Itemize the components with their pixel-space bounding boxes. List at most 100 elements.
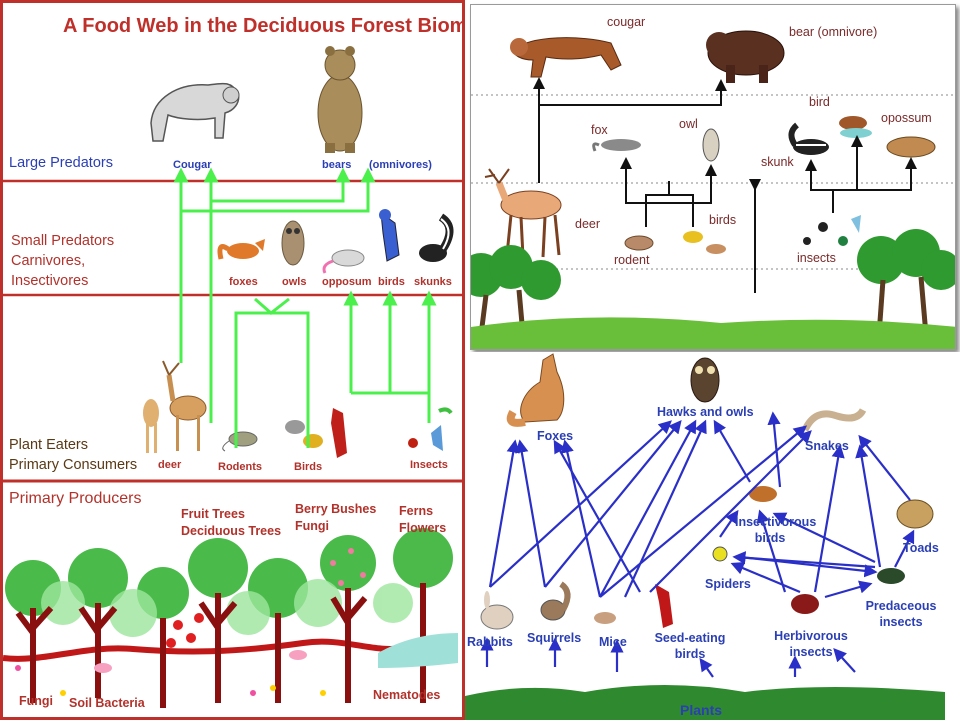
tr-fox-image bbox=[592, 139, 641, 152]
birds-image bbox=[285, 408, 347, 458]
tr-label-insects: insects bbox=[797, 251, 836, 265]
br-insectivorous-bird-image bbox=[749, 486, 777, 502]
br-label-predaceous-insects: Predaceous insects bbox=[865, 599, 937, 629]
br-label-plants: Plants bbox=[680, 702, 723, 718]
label-berry-line-1: Berry Bushes bbox=[295, 502, 377, 516]
label-omnivores: (omnivores) bbox=[369, 159, 432, 171]
tr-label-rodent: rodent bbox=[614, 253, 650, 267]
bottom-right-drawing bbox=[465, 353, 945, 720]
tr-label-birds: birds bbox=[709, 213, 737, 227]
tr-label-fox: fox bbox=[591, 123, 608, 137]
label-insects: Insects bbox=[410, 459, 448, 471]
label-nematodes: Nematodes bbox=[373, 688, 441, 702]
green-food-arrows bbox=[173, 167, 437, 448]
br-spider-image bbox=[712, 546, 728, 562]
tr-bird-image bbox=[839, 116, 872, 138]
level-large-predators: Large Predators bbox=[9, 155, 113, 171]
tr-label-bird: bird bbox=[809, 95, 830, 109]
label-rodents: Rodents bbox=[218, 461, 262, 473]
bear-image bbox=[317, 46, 363, 153]
bluejay-image bbox=[379, 209, 400, 262]
tr-birds-image bbox=[683, 231, 726, 254]
level-small-line-1: Small Predators bbox=[11, 233, 115, 249]
label-small-birds: birds bbox=[378, 276, 405, 288]
rodent-image bbox=[222, 431, 258, 452]
br-mouse-image bbox=[594, 612, 616, 624]
opossum-image bbox=[322, 249, 365, 274]
level-plant-line-2: Primary Consumers bbox=[9, 457, 138, 473]
label-foxes: foxes bbox=[229, 276, 258, 288]
label-cougar: Cougar bbox=[173, 159, 212, 171]
tr-rodent-image bbox=[624, 235, 654, 251]
level-plant-line-1: Plant Eaters bbox=[9, 437, 88, 453]
br-grass bbox=[465, 685, 945, 720]
bottom-right-food-web-panel: Hawks and owls Foxes Snakes Insectivorou… bbox=[465, 352, 960, 720]
br-label-snakes: Snakes bbox=[805, 439, 849, 453]
label-opposum: opposum bbox=[322, 276, 372, 288]
label-fruit-trees: Fruit Trees Deciduous Trees bbox=[181, 506, 281, 540]
label-ferns-flowers: Ferns Flowers bbox=[399, 503, 446, 537]
label-plant-birds: Birds bbox=[294, 461, 323, 473]
fox-image bbox=[217, 239, 265, 260]
tr-label-skunk: skunk bbox=[761, 155, 794, 169]
br-toad-image bbox=[896, 499, 934, 529]
label-deer: deer bbox=[158, 459, 182, 471]
top-right-drawing bbox=[471, 30, 955, 349]
insects-image bbox=[408, 407, 453, 451]
br-label-herbivorous-insects: Herbivorous insects bbox=[774, 629, 848, 659]
br-squirrel-image bbox=[540, 581, 571, 621]
level-small-predators: Small Predators Carnivores, Insectivores bbox=[11, 231, 114, 291]
br-label-squirrels: Squirrels bbox=[527, 631, 582, 645]
tr-skunk-image bbox=[788, 122, 829, 155]
label-berry-bushes: Berry Bushes Fungi bbox=[295, 501, 376, 535]
tr-deer-image bbox=[484, 168, 562, 258]
br-label-spiders: Spiders bbox=[705, 577, 751, 591]
tr-opossum-image bbox=[886, 136, 936, 158]
tr-label-opossum: opossum bbox=[881, 111, 932, 125]
tr-label-cougar: cougar bbox=[607, 15, 646, 29]
label-bears: bears bbox=[322, 159, 352, 171]
deer-image bbox=[143, 360, 207, 453]
left-food-web-panel: A Food Web in the Deciduous Forest Biome… bbox=[0, 0, 465, 720]
owl-image bbox=[281, 220, 305, 266]
label-fruit-line-2: Deciduous Trees bbox=[181, 524, 282, 538]
label-fungi: Fungi bbox=[19, 694, 54, 708]
level-primary-producers: Primary Producers bbox=[9, 490, 142, 507]
br-label-toads: Toads bbox=[903, 541, 939, 555]
br-label-foxes: Foxes bbox=[537, 429, 574, 443]
skunk-image bbox=[419, 213, 454, 262]
tr-label-bear: bear (omnivore) bbox=[789, 25, 878, 39]
br-label-seed-eating-birds: Seed-eating birds bbox=[654, 631, 726, 661]
label-fruit-line-1: Fruit Trees bbox=[181, 507, 245, 521]
label-soil-bacteria: Soil Bacteria bbox=[69, 696, 145, 710]
label-skunks: skunks bbox=[414, 276, 452, 288]
forest-scene bbox=[3, 528, 462, 717]
label-ferns-line-2: Flowers bbox=[399, 521, 447, 535]
tr-black-arrows bbox=[533, 77, 917, 293]
br-label-hawks-owls: Hawks and owls bbox=[657, 405, 754, 419]
br-label-mice: Mice bbox=[599, 635, 627, 649]
br-predaceous-insect-image bbox=[877, 568, 905, 584]
br-label-insectivorous-birds: Insectivorous birds bbox=[735, 515, 817, 545]
br-snake-image bbox=[801, 408, 867, 432]
br-blue-arrows bbox=[480, 411, 915, 678]
br-fox-image bbox=[506, 353, 565, 427]
br-herbivorous-insect-image bbox=[791, 594, 819, 614]
label-berry-line-2: Fungi bbox=[295, 519, 330, 533]
br-rabbit-image bbox=[480, 591, 514, 630]
br-cardinal-image bbox=[655, 584, 673, 628]
left-panel-drawing bbox=[3, 46, 462, 717]
page-title: A Food Web in the Deciduous Forest Biome bbox=[63, 15, 465, 37]
top-right-food-web-panel: cougar bear (omnivore) fox owl bird opos… bbox=[470, 4, 956, 350]
tr-label-owl: owl bbox=[679, 117, 698, 131]
level-small-line-3: Insectivores bbox=[11, 273, 89, 289]
level-small-line-2: Carnivores, bbox=[11, 253, 86, 269]
label-ferns-line-1: Ferns bbox=[399, 504, 434, 518]
cougar-image bbox=[150, 82, 240, 142]
tr-label-deer: deer bbox=[575, 217, 601, 231]
br-label-rabbits: Rabbits bbox=[467, 635, 513, 649]
br-owl-image bbox=[690, 357, 720, 403]
label-owls: owls bbox=[282, 276, 307, 288]
tr-insects-image bbox=[803, 215, 861, 246]
tr-owl-image bbox=[702, 128, 720, 162]
